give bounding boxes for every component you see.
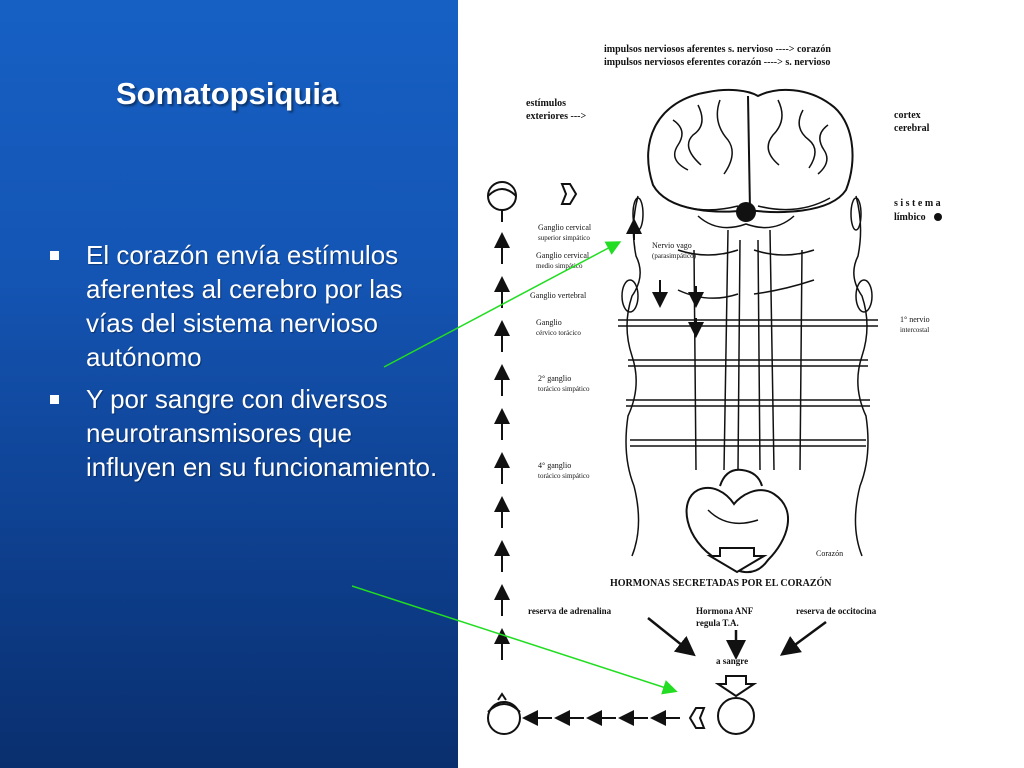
legend-efferent: impulsos nerviosos eferentes corazón ---… [604,57,830,68]
legend-afferent: impulsos nerviosos aferentes s. nervioso… [604,44,831,55]
nervous-system-heart-diagram: impulsos nerviosos aferentes s. nervioso… [458,0,1024,768]
bullet-text: El corazón envía estímulos aferentes al … [86,240,403,372]
label-parasimpatico: (parasimpático) [652,252,697,260]
square-bullet-icon [50,251,59,260]
limbic-star-icon [934,213,942,221]
label-ganglio-cervical-superior: Ganglio cervical [538,223,592,232]
bullet-item: Y por sangre con diversos neurotransmiso… [44,382,444,484]
label-a-sangre: a sangre [716,656,748,666]
bullet-item: El corazón envía estímulos aferentes al … [44,238,444,374]
diagram-canvas: impulsos nerviosos aferentes s. nervioso… [487,44,942,735]
stimulus-arrow-icon [560,183,578,205]
label-hormonas: HORMONAS SECRETADAS POR EL CORAZÓN [610,577,832,589]
nerve-arrows [626,218,704,338]
label-intercostal: intercostal [900,326,929,334]
label-limbico: límbico [894,212,926,223]
heart-illustration [685,468,790,574]
label-toracico-simpatico-4: torácico simpático [538,472,590,480]
label-cortex: cortex [894,110,921,121]
label-exteriores: exteriores ---> [526,111,587,122]
hormone-output-arrow-icon [706,547,768,574]
label-nervio-vago: Nervio vago [652,241,692,250]
label-ganglio: Ganglio [536,318,562,327]
label-corazon: Corazón [816,549,843,558]
slide-title: Somatopsiquia [116,76,339,111]
eye-icon-bottom [487,692,521,735]
bullet-text: Y por sangre con diversos neurotransmiso… [86,384,438,482]
label-cuarto-ganglio: 4° ganglio [538,461,571,470]
label-reserva-adrenalina: reserva de adrenalina [528,606,612,616]
blood-arrow-icon [714,675,758,698]
label-reserva-occitocina: reserva de occitocina [796,606,877,616]
brain-illustration [647,88,854,229]
label-ganglio-cervical-medio: Ganglio cervical [536,251,590,260]
label-primer-nervio: 1° nervio [900,315,930,324]
bullet-list: El corazón envía estímulos aferentes al … [44,238,444,492]
label-regula-ta: regula T.A. [696,618,739,628]
label-hormona-anf: Hormona ANF [696,606,754,616]
label-medio-simpatico: medio simpático [536,262,583,270]
blood-circle-icon [717,697,755,735]
label-ganglio-vertebral: Ganglio vertebral [530,291,587,300]
label-estimulos: estímulos [526,98,566,109]
label-segundo-ganglio: 2° ganglio [538,374,571,383]
return-arrow-icon [688,707,706,729]
square-bullet-icon [50,395,59,404]
label-sistema: s i s t e m a [894,198,941,209]
label-toracico-simpatico-2: torácico simpático [538,385,590,393]
label-cervico-toracico: cérvico torácico [536,329,581,337]
label-cerebral: cerebral [894,123,930,134]
label-superior-simpatico: superior simpático [538,234,590,242]
eye-icon-top [487,181,517,222]
spinal-cord-illustration [618,195,878,557]
